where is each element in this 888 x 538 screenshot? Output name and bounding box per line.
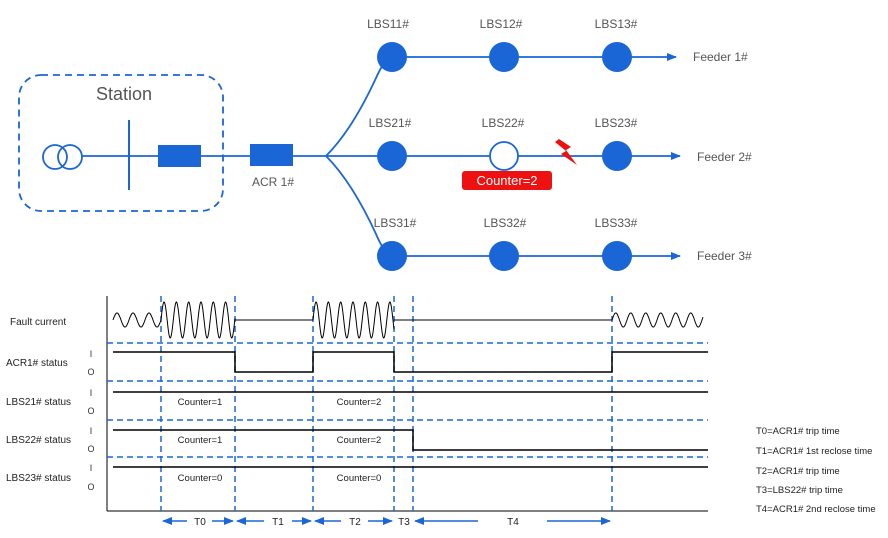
interval-t1: T1 bbox=[272, 517, 284, 528]
station-box bbox=[18, 74, 224, 212]
row-label-lbs23: LBS23# status bbox=[6, 473, 71, 484]
svg-text:I: I bbox=[90, 463, 93, 473]
counter-badge bbox=[462, 171, 552, 190]
lbs11-node bbox=[377, 42, 407, 72]
time-markers bbox=[160, 296, 613, 511]
branch-feeder1 bbox=[325, 56, 393, 157]
svg-text:I: I bbox=[90, 388, 93, 398]
state-indicators: I O I O I O I O bbox=[87, 349, 94, 492]
station-label: Station bbox=[96, 84, 152, 104]
lbs33-node bbox=[602, 241, 632, 271]
lbs22-counter-1: Counter=1 bbox=[178, 435, 223, 446]
lbs23-label: LBS23# bbox=[595, 116, 638, 130]
lbs21-node bbox=[377, 141, 407, 171]
fault-current-waveform bbox=[112, 301, 704, 339]
interval-labels: T0 T1 T2 T3 T4 bbox=[194, 517, 519, 528]
lbs22-label: LBS22# bbox=[482, 116, 525, 130]
svg-text:I: I bbox=[90, 426, 93, 436]
lbs11-label: LBS11# bbox=[367, 17, 409, 31]
legend-item-3: T3=LBS22# trip time bbox=[756, 485, 843, 496]
timing-section: Fault current ACR1# status LBS21# status… bbox=[6, 296, 876, 528]
legend-item-1: T1=ACR1# 1st reclose time bbox=[756, 446, 872, 457]
legend-item-0: T0=ACR1# trip time bbox=[756, 426, 840, 437]
svg-text:O: O bbox=[87, 444, 94, 454]
lbs23-counter-2: Counter=0 bbox=[337, 473, 382, 484]
acr-icon bbox=[250, 144, 293, 166]
lbs13-label: LBS13# bbox=[595, 17, 638, 31]
transformer-icon bbox=[42, 144, 83, 170]
lbs12-label: LBS12# bbox=[480, 17, 523, 31]
lbs32-label: LBS32# bbox=[484, 216, 527, 230]
lbs31-label: LBS31# bbox=[374, 216, 417, 230]
lbs21-counter-2: Counter=2 bbox=[337, 397, 382, 408]
counter-labels: Counter=1 Counter=2 Counter=1 Counter=2 … bbox=[178, 397, 382, 484]
svg-text:O: O bbox=[87, 406, 94, 416]
lbs32-node bbox=[489, 241, 519, 271]
timing-legend: T0=ACR1# trip time T1=ACR1# 1st reclose … bbox=[756, 426, 876, 515]
interval-t0: T0 bbox=[194, 517, 206, 528]
network-section: Station ACR 1# Feeder 1# Feeder 2# Feede… bbox=[18, 17, 752, 271]
lbs21-label: LBS21# bbox=[369, 116, 412, 130]
interval-t2: T2 bbox=[349, 517, 361, 528]
feeder3-label: Feeder 3# bbox=[697, 249, 752, 263]
branch-feeder3 bbox=[325, 155, 393, 257]
acr-label: ACR 1# bbox=[252, 175, 294, 189]
breaker-icon bbox=[158, 145, 201, 167]
interval-t4: T4 bbox=[507, 517, 519, 528]
row-separators bbox=[107, 342, 708, 458]
lbs23-counter-1: Counter=0 bbox=[178, 473, 223, 484]
acr1-status-trace bbox=[113, 351, 708, 373]
feeder1-label: Feeder 1# bbox=[693, 50, 748, 64]
row-label-fault: Fault current bbox=[10, 317, 66, 328]
lbs33-label: LBS33# bbox=[595, 216, 638, 230]
lbs12-node bbox=[489, 42, 519, 72]
lbs22-node bbox=[489, 141, 519, 171]
lbs23-node bbox=[602, 141, 632, 171]
legend-item-4: T4=ACR1# 2nd reclose time bbox=[756, 504, 876, 515]
row-label-acr1: ACR1# status bbox=[6, 358, 68, 369]
counter-badge-label: Counter=2 bbox=[476, 173, 537, 188]
lbs13-node bbox=[602, 42, 632, 72]
svg-text:O: O bbox=[87, 367, 94, 377]
row-label-lbs22: LBS22# status bbox=[6, 435, 71, 446]
lightning-bolt-icon bbox=[555, 139, 577, 165]
interval-t3: T3 bbox=[398, 517, 410, 528]
svg-text:O: O bbox=[87, 482, 94, 492]
svg-text:I: I bbox=[90, 349, 93, 359]
lbs22-status-trace bbox=[113, 429, 708, 451]
lbs22-counter-2: Counter=2 bbox=[337, 435, 382, 446]
lbs31-node bbox=[377, 241, 407, 271]
row-label-lbs21: LBS21# status bbox=[6, 397, 71, 408]
feeder2-label: Feeder 2# bbox=[697, 150, 752, 164]
legend-item-2: T2=ACR1# trip time bbox=[756, 466, 840, 477]
lbs21-counter-1: Counter=1 bbox=[178, 397, 223, 408]
